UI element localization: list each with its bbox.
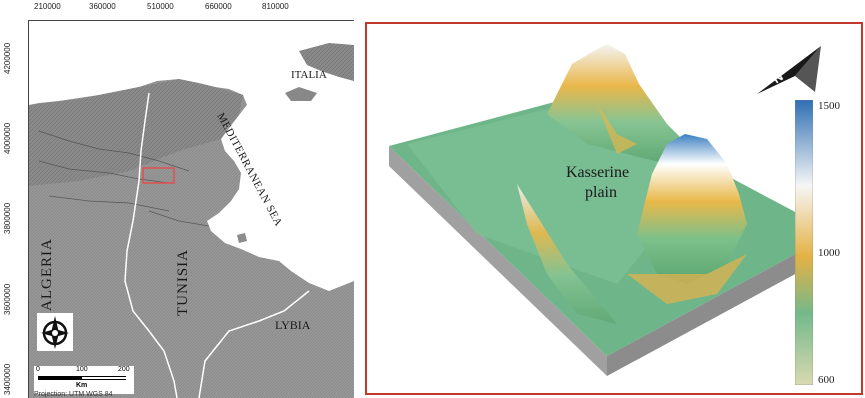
label-italia: ITALIA — [291, 69, 327, 81]
scale-tick: 0 — [36, 366, 40, 373]
x-tick-label: 660000 — [205, 2, 232, 11]
colorbar-label-1500: 1500 — [818, 100, 840, 112]
italy-landmass — [299, 43, 354, 81]
terrain-relief — [29, 21, 354, 398]
plain-label-line1: Kasserine — [566, 164, 630, 181]
scale-unit: Km — [76, 382, 88, 389]
elevation-colorbar — [794, 99, 814, 386]
scale-tick: 100 — [76, 366, 88, 373]
x-tick-label: 810000 — [262, 2, 289, 11]
kasserine-3d-terrain-panel: Kasserine plain N 1500 1000 600 — [365, 22, 863, 395]
y-tick-label: 4000000 — [3, 122, 12, 154]
label-tunisia: TUNISIA — [175, 249, 191, 316]
scale-tick: 200 — [118, 366, 130, 373]
colorbar-label-1000: 1000 — [818, 247, 840, 259]
tunisia-location-map: ITALIA MEDITERRANEAN SEA ALGERIA TUNISIA… — [28, 20, 354, 398]
compass-icon — [37, 313, 73, 351]
colorbar-label-600: 600 — [818, 374, 835, 386]
y-axis-ticks: 4200000 4000000 3800000 3600000 3400000 — [0, 20, 28, 397]
sea-area — [29, 21, 354, 291]
y-tick-label: 3600000 — [3, 283, 12, 315]
country-borders — [124, 92, 310, 398]
terrain-3d-model — [389, 44, 799, 376]
x-tick-label: 510000 — [147, 2, 174, 11]
x-tick-label: 360000 — [89, 2, 116, 11]
y-tick-label: 3800000 — [3, 202, 12, 234]
y-tick-label: 3400000 — [3, 363, 12, 395]
x-tick-label: 210000 — [34, 2, 61, 11]
label-algeria: ALGERIA — [39, 238, 55, 311]
study-area-box — [142, 167, 175, 184]
scale-bar: 0 100 200 Km — [34, 366, 134, 394]
x-axis-ticks: 210000 360000 510000 660000 810000 — [0, 0, 360, 20]
projection-text: Projection: UTM WGS 84 — [34, 391, 113, 398]
y-tick-label: 4200000 — [3, 42, 12, 74]
label-lybia: LYBIA — [275, 318, 311, 332]
north-arrow-icon: N — [755, 42, 825, 98]
plain-label-line2: plain — [585, 184, 617, 201]
